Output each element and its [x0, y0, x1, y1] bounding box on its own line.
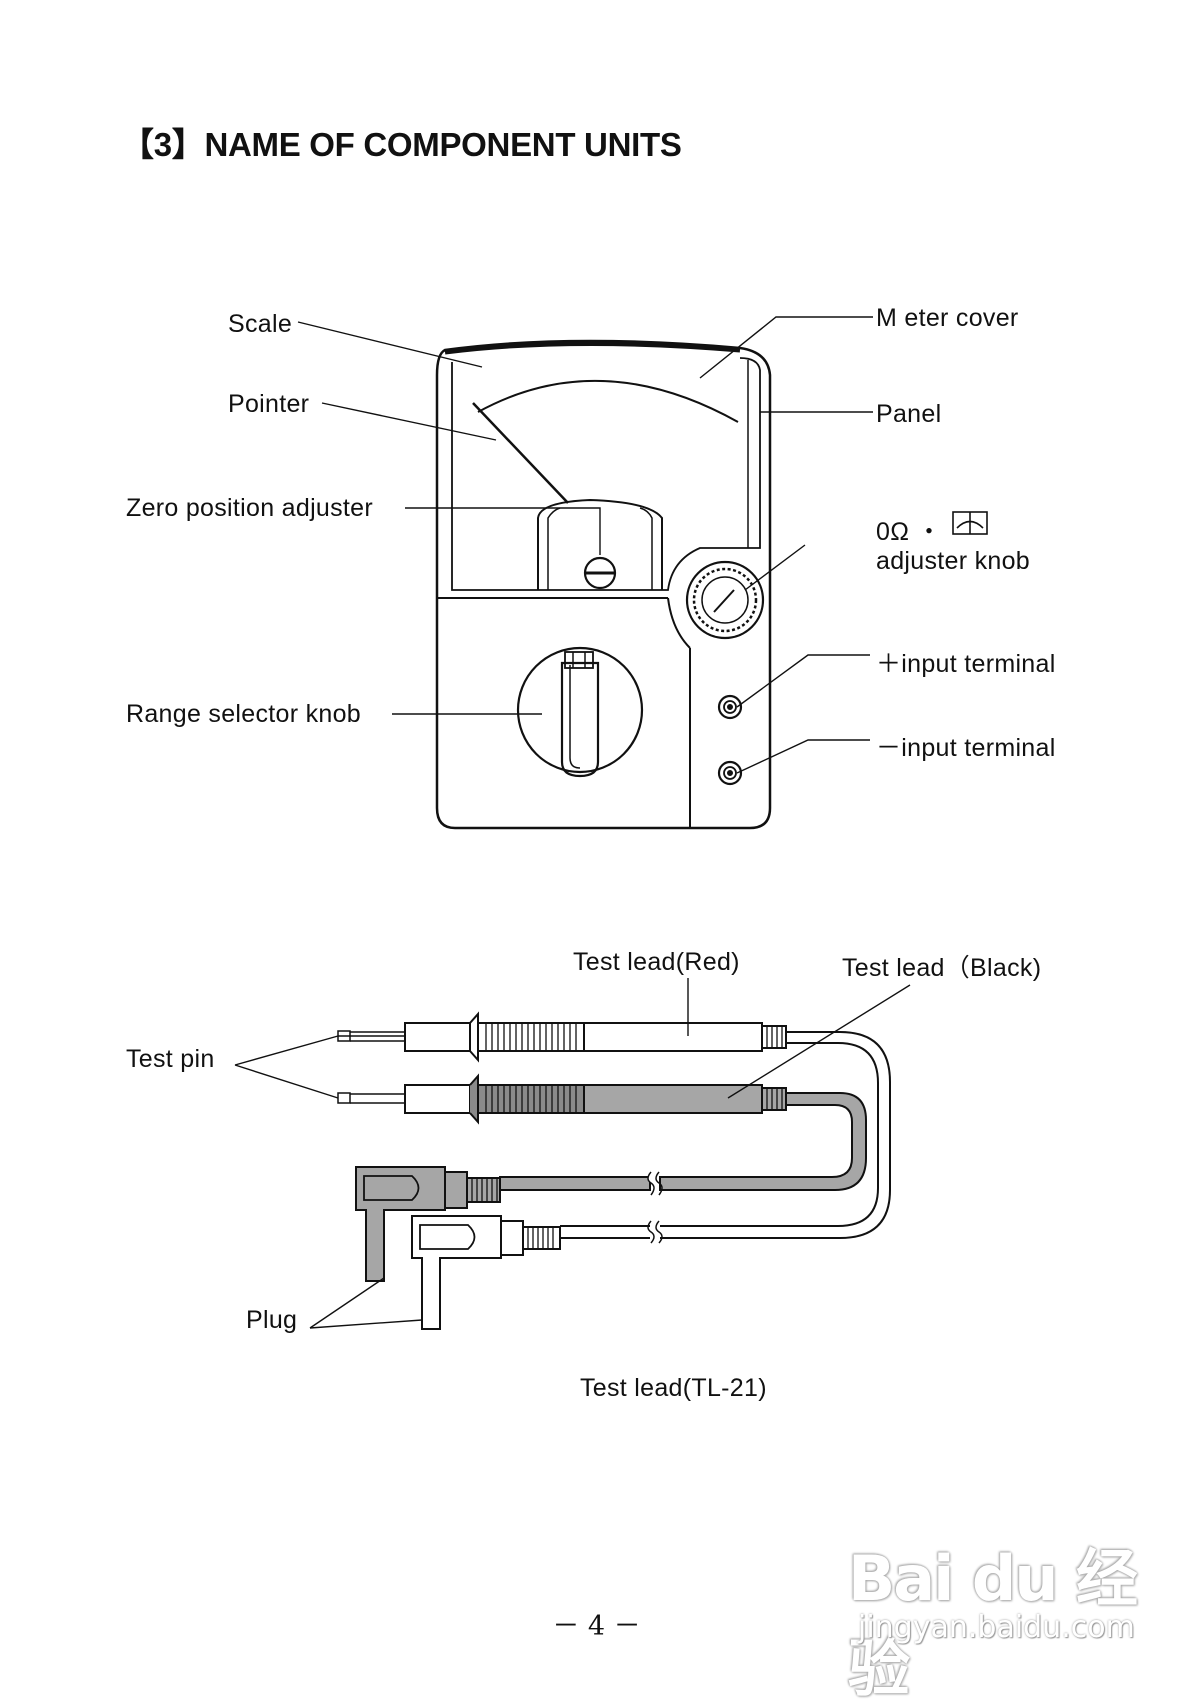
plus-terminal-jack[interactable]: [717, 694, 743, 720]
label-meter-cover: M eter cover: [876, 304, 1019, 332]
meter-body: [435, 339, 772, 830]
zero-adjuster[interactable]: [537, 498, 663, 590]
black-test-lead: [337, 1073, 867, 1196]
meter-leader-lines: [297, 316, 873, 774]
label-minus-terminal: －input terminal: [876, 734, 1056, 762]
label-test-pin: Test pin: [126, 1045, 215, 1073]
page-number: － 4 －: [552, 1611, 641, 1642]
label-plug: Plug: [246, 1306, 298, 1334]
scale-arc: [477, 379, 739, 423]
figure-caption: Test lead(TL-21): [580, 1374, 767, 1402]
range-selector-knob[interactable]: [516, 646, 644, 778]
label-test-lead-black: Test lead（Black): [842, 954, 1042, 982]
red-test-lead: [337, 1011, 891, 1244]
label-plus-terminal: ＋input terminal: [876, 650, 1056, 678]
minus-terminal-jack[interactable]: [717, 760, 743, 786]
label-range-selector: Range selector knob: [126, 700, 362, 728]
label-ohm-adjuster-line2: adjuster knob: [876, 547, 1030, 575]
watermark-url: jingyan.baidu.com: [858, 1610, 1135, 1645]
meter-symbol-icon: [952, 511, 988, 535]
pointer: [472, 402, 569, 504]
label-ohm-adjuster-line1: 0Ω ・: [876, 518, 942, 546]
label-pointer: Pointer: [228, 390, 310, 418]
red-plug: [411, 1215, 561, 1330]
ohm-adjuster-knob[interactable]: [685, 560, 765, 640]
black-plug: [355, 1166, 501, 1282]
section-title: 【3】NAME OF COMPONENT UNITS: [121, 126, 682, 163]
label-test-lead-red: Test lead(Red): [573, 948, 740, 976]
label-zero-adjuster: Zero position adjuster: [126, 494, 374, 522]
label-scale: Scale: [228, 310, 293, 338]
lead-leader-lines: [234, 978, 911, 1329]
label-panel: Panel: [876, 400, 942, 428]
